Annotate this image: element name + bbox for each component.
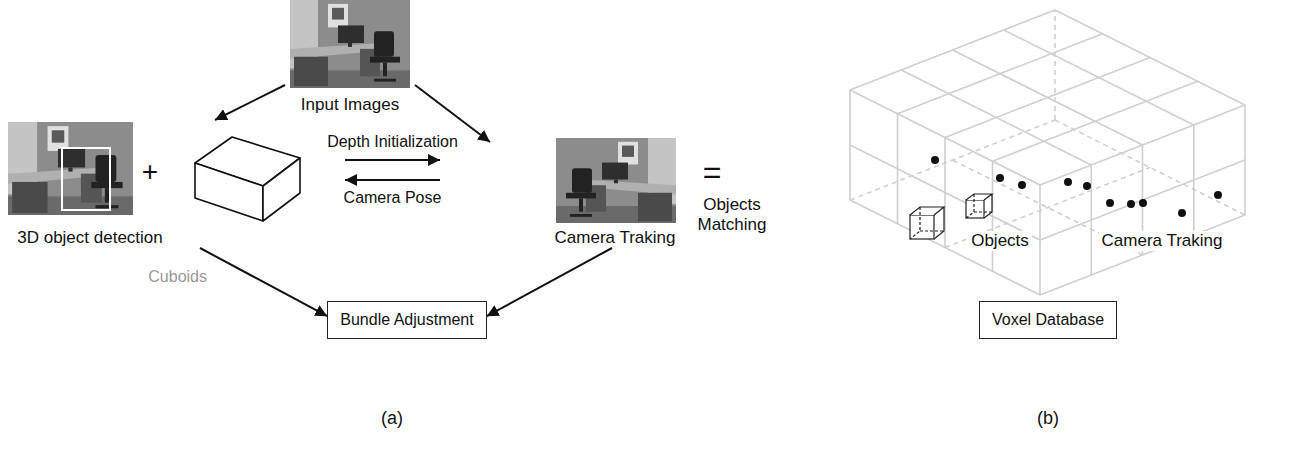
equals-sign: = — [703, 154, 722, 191]
voxel-grid — [850, 10, 1245, 295]
process-box: Bundle Adjustment — [327, 301, 486, 339]
box-label: Bundle Adjustment — [340, 310, 473, 330]
image-caption: Camera Traking — [550, 228, 680, 248]
detection-panel: 3D object detection — [5, 120, 345, 248]
arrow-connector — [487, 248, 612, 316]
result-label: Objects Matching — [685, 195, 780, 234]
edge-label: Cuboids — [145, 268, 210, 286]
legend-callout: Camera Traking — [1099, 231, 1226, 251]
panel-tag: (b) — [1037, 408, 1059, 429]
input-photo — [290, 0, 410, 88]
arrow-connector — [345, 179, 440, 181]
image-caption: 3D object detection — [5, 228, 175, 248]
bounding-box — [62, 148, 110, 210]
tracking-panel: Camera Traking — [440, 142, 680, 248]
legend-callout: Objects — [968, 231, 1032, 251]
camera-pose-dot — [931, 156, 1222, 217]
cuboid-drawing — [195, 137, 300, 221]
tracking-photo — [556, 138, 676, 223]
detection-photo — [8, 122, 133, 215]
image-caption: Input Images — [285, 95, 415, 115]
plus-sign: + — [142, 156, 158, 188]
process-box: Voxel Database — [979, 301, 1117, 339]
panel-tag: (a) — [381, 408, 403, 429]
arrow-connector — [345, 159, 440, 161]
arrow-connector — [215, 85, 285, 120]
image-panel: Input Images — [285, 0, 415, 115]
box-label: Voxel Database — [992, 310, 1104, 330]
edge-label: Depth Initialization — [324, 133, 461, 151]
object-cube — [910, 207, 944, 239]
edge-label: Camera Pose — [341, 189, 445, 207]
arrow-connector — [200, 248, 327, 316]
object-cube — [966, 194, 992, 218]
